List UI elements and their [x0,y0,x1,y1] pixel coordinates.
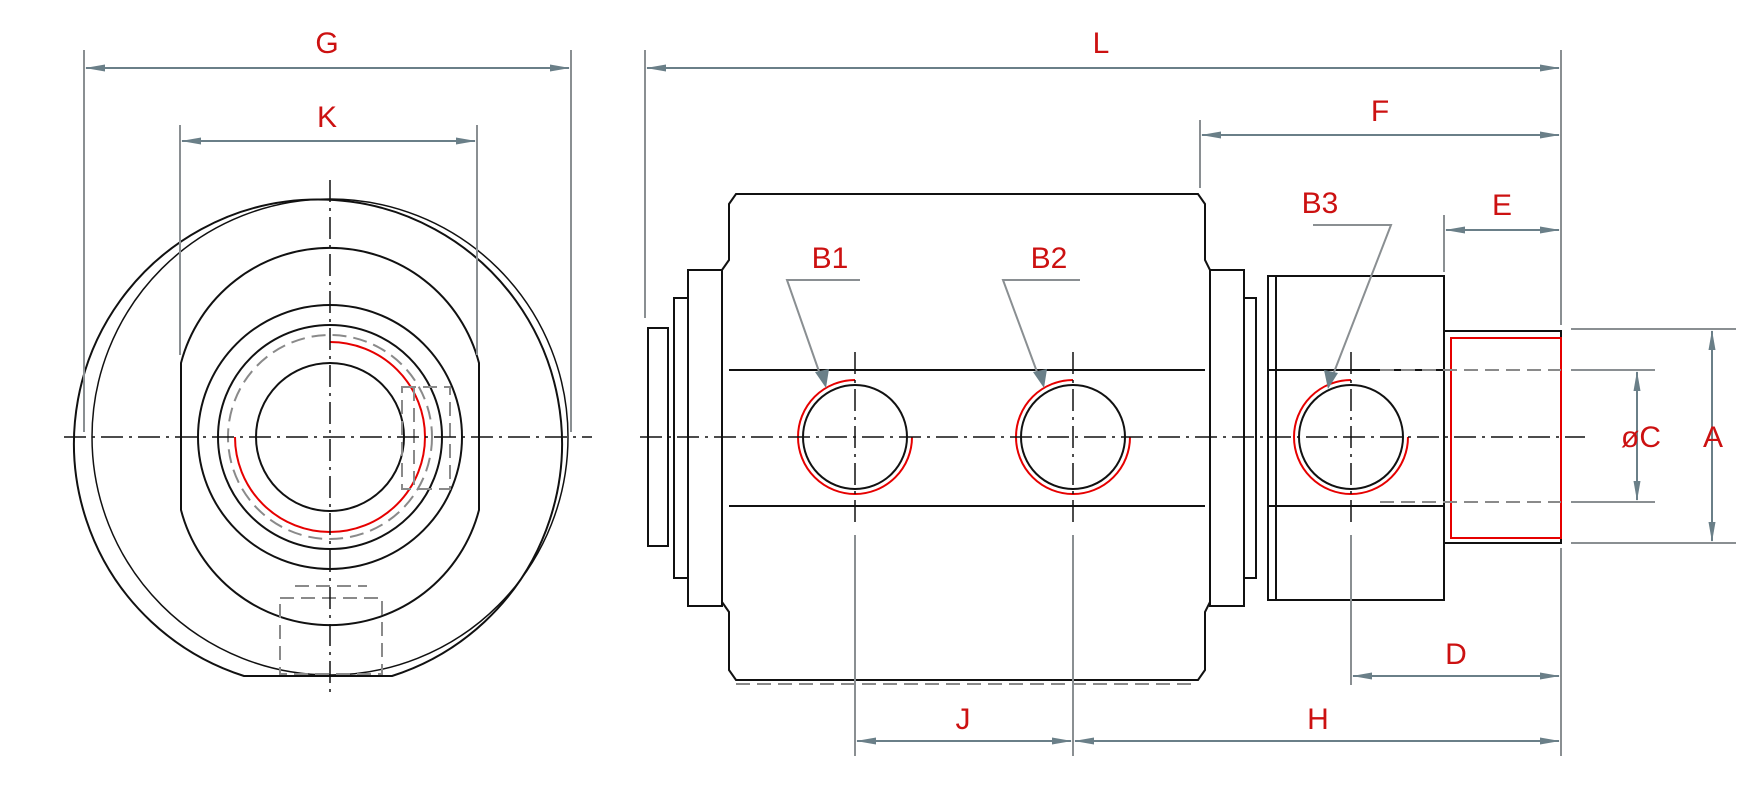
end-view-hidden-side-port [401,386,451,490]
side-view-right-flange-1 [1209,269,1245,607]
leader-b2 [1001,279,1080,381]
label-b3: B3 [1302,187,1339,220]
port-b3-thread-arc [1293,379,1409,495]
label-e: E [1492,189,1512,222]
leader-b2-arrowhead [1033,369,1047,388]
labels: G K L F E B1 B2 B3 øC A D J H [315,27,1723,736]
side-view [640,193,1585,685]
label-k: K [317,101,337,134]
leader-b3 [1313,224,1393,381]
leader-b3-arrowhead [1324,370,1338,389]
label-h: H [1307,703,1329,736]
side-view-left-flange-2 [687,269,723,607]
end-view [64,180,592,695]
dimensions [83,50,1736,756]
label-a: A [1703,421,1723,454]
label-c: øC [1621,421,1661,454]
label-b1: B1 [812,242,849,275]
side-view-main-body [721,193,1211,681]
label-l: L [1093,27,1110,60]
leader-b1 [785,279,860,381]
label-d: D [1445,638,1467,671]
end-view-thread-arc [234,341,426,533]
port-b1-thread-arc [797,379,913,495]
side-view-right-flange-2 [1243,297,1257,579]
side-view-spigot-thread [1450,337,1562,539]
label-f: F [1371,95,1389,128]
port-b2-thread-arc [1015,379,1131,495]
label-b2: B2 [1031,242,1068,275]
side-view-left-flange-1 [673,297,689,579]
end-view-hidden-bottom-port [279,597,383,675]
label-g: G [315,27,338,60]
label-j: J [956,703,971,736]
end-view-hex-body [180,246,480,627]
leader-b1-arrowhead [815,369,829,388]
